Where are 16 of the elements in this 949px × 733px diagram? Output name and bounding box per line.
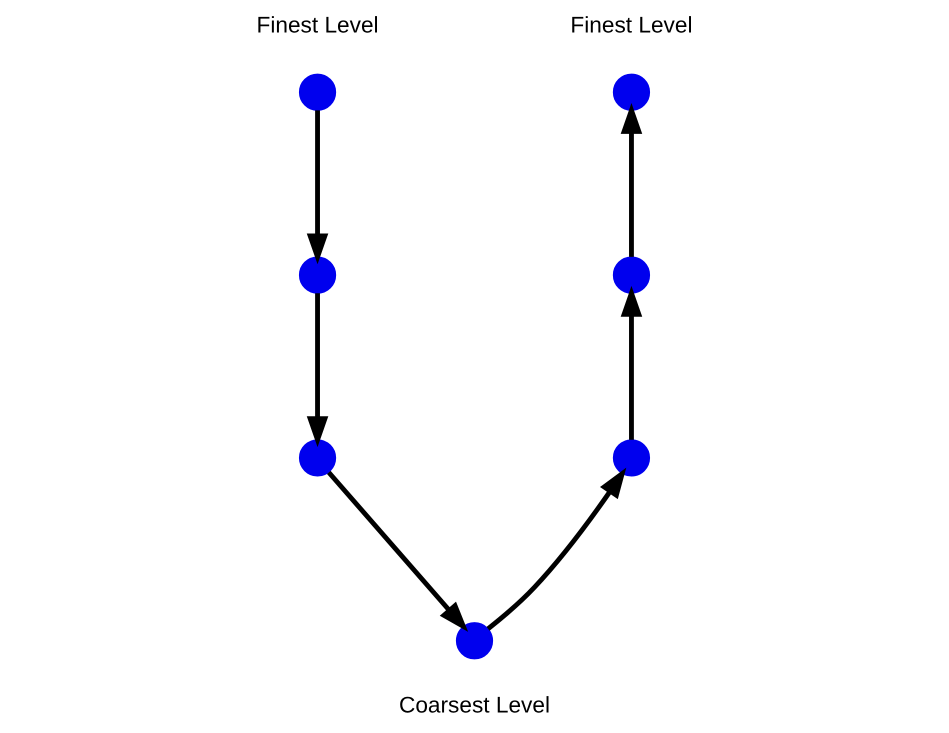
arrow: [327, 470, 468, 632]
arrow: [620, 286, 642, 440]
node-label: Coarsest Level: [398, 691, 550, 718]
node-circle: [612, 256, 650, 294]
arrow: [486, 468, 626, 631]
node-circle: [298, 439, 336, 477]
node-circle: [456, 622, 494, 660]
arrow: [620, 103, 642, 257]
node-label: Finest Level: [256, 12, 379, 38]
node-circle: [612, 74, 650, 111]
arrow: [306, 293, 328, 448]
arrow: [306, 110, 328, 264]
node-label: Finest Level: [570, 12, 693, 38]
node-circle: [298, 256, 336, 294]
node-circle: [298, 74, 336, 111]
node-circle: [612, 439, 650, 477]
